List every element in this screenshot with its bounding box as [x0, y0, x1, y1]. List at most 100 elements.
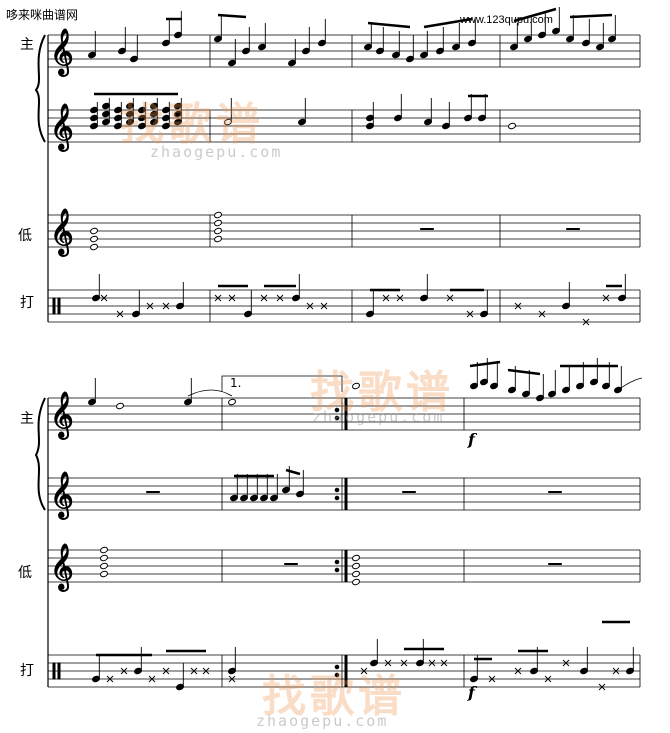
- beam: [513, 7, 557, 23]
- drum-x-note: [382, 294, 390, 302]
- drum-x-note: [320, 302, 328, 310]
- dynamic-forte-1: f: [468, 430, 475, 449]
- part-label-bass-1: 低: [18, 228, 32, 244]
- bass-chord-note: [90, 235, 98, 243]
- drum-x-note: [360, 667, 368, 675]
- bass-chord-note: [352, 554, 360, 562]
- whole-rest: —: [402, 484, 416, 500]
- drum-x-note: [120, 667, 128, 675]
- beam: [469, 360, 501, 368]
- watermark-domain-2: zhaogepu.com: [312, 408, 445, 426]
- bass-chord-note: [214, 227, 222, 235]
- repeat-dot: [334, 664, 340, 670]
- part-label-drums-1: 打: [20, 295, 34, 311]
- watermark-domain-1: zhaogepu.com: [150, 143, 283, 161]
- repeat-dot: [334, 567, 340, 573]
- bass-chord-note: [214, 211, 222, 219]
- treble-clef: 𝄞: [50, 209, 74, 257]
- drum-x-note: [400, 659, 408, 667]
- bass-chord-note: [352, 562, 360, 570]
- drum-x-note: [582, 318, 590, 326]
- drum-x-note: [428, 659, 436, 667]
- drum-x-note: [162, 302, 170, 310]
- watermark-domain-3: zhaogepu.com: [256, 712, 389, 730]
- treble-clef: 𝄞: [50, 472, 74, 520]
- volta-label: 1.: [230, 376, 242, 390]
- drum-x-note: [148, 675, 156, 683]
- beam: [569, 13, 613, 19]
- drum-x-note: [116, 310, 124, 318]
- drum-x-note: [514, 667, 522, 675]
- half-note: [116, 402, 124, 410]
- beam: [285, 468, 301, 476]
- beam: [367, 21, 411, 29]
- part-label-main-1: 主: [20, 37, 34, 53]
- drum-x-note: [602, 294, 610, 302]
- drum-x-note: [538, 310, 546, 318]
- percussion-clef: [57, 662, 61, 680]
- part-label-main-2: 主: [20, 411, 34, 427]
- whole-note: [352, 382, 360, 390]
- drum-x-note: [440, 659, 448, 667]
- percussion-clef: [52, 297, 56, 315]
- bass-chord-note: [352, 570, 360, 578]
- drum-x-note: [396, 294, 404, 302]
- part-label-bass-2: 低: [18, 565, 32, 581]
- drum-x-note: [106, 675, 114, 683]
- drum-x-note: [488, 675, 496, 683]
- drum-x-note: [276, 294, 284, 302]
- repeat-dot: [334, 672, 340, 678]
- whole-rest: —: [548, 484, 562, 500]
- drum-x-note: [162, 667, 170, 675]
- drum-x-note: [228, 675, 236, 683]
- drum-x-note: [306, 302, 314, 310]
- chord-note: [366, 114, 374, 122]
- whole-rest: —: [284, 556, 298, 572]
- whole-rest: —: [420, 221, 434, 237]
- drum-x-note: [100, 294, 108, 302]
- watermark-brand-3: 找歌谱: [262, 671, 406, 722]
- bass-chord-note: [90, 227, 98, 235]
- brace-system-1: [34, 34, 46, 143]
- repeat-dot: [334, 559, 340, 565]
- drum-x-note: [466, 310, 474, 318]
- repeat-dot: [334, 495, 340, 501]
- tie: [617, 377, 643, 391]
- drum-x-note: [214, 294, 222, 302]
- treble-clef: 𝄞: [50, 544, 74, 592]
- bass-chord-note: [100, 570, 108, 578]
- drum-x-note: [260, 294, 268, 302]
- percussion-clef: [57, 297, 61, 315]
- watermark-brand-2: 找歌谱: [310, 367, 454, 418]
- drum-x-note: [384, 659, 392, 667]
- drum-x-note: [514, 302, 522, 310]
- drum-x-note: [612, 667, 620, 675]
- drum-x-note: [146, 302, 154, 310]
- dynamic-forte-2: f: [468, 683, 475, 702]
- beam: [217, 13, 247, 19]
- watermark-brand-1: 找歌谱: [120, 99, 264, 150]
- beam: [423, 17, 473, 29]
- bass-chord-note: [214, 235, 222, 243]
- volta-bracket: [221, 375, 343, 392]
- drum-x-note: [544, 675, 552, 683]
- beam: [507, 368, 541, 376]
- drum-x-note: [228, 294, 236, 302]
- bass-chord-note: [214, 219, 222, 227]
- brace-system-2: [34, 397, 46, 511]
- whole-note: [228, 398, 236, 406]
- repeat-dot: [334, 415, 340, 421]
- repeat-dot: [334, 407, 340, 413]
- percussion-clef: [52, 662, 56, 680]
- bass-chord-note: [100, 562, 108, 570]
- whole-rest: —: [146, 484, 160, 500]
- whole-rest: —: [566, 221, 580, 237]
- bass-chord-note: [352, 578, 360, 586]
- part-label-drums-2: 打: [20, 663, 34, 679]
- drum-x-note: [446, 294, 454, 302]
- whole-note: [508, 122, 516, 130]
- tie: [187, 389, 233, 397]
- bass-chord-note: [100, 554, 108, 562]
- drum-x-note: [562, 659, 570, 667]
